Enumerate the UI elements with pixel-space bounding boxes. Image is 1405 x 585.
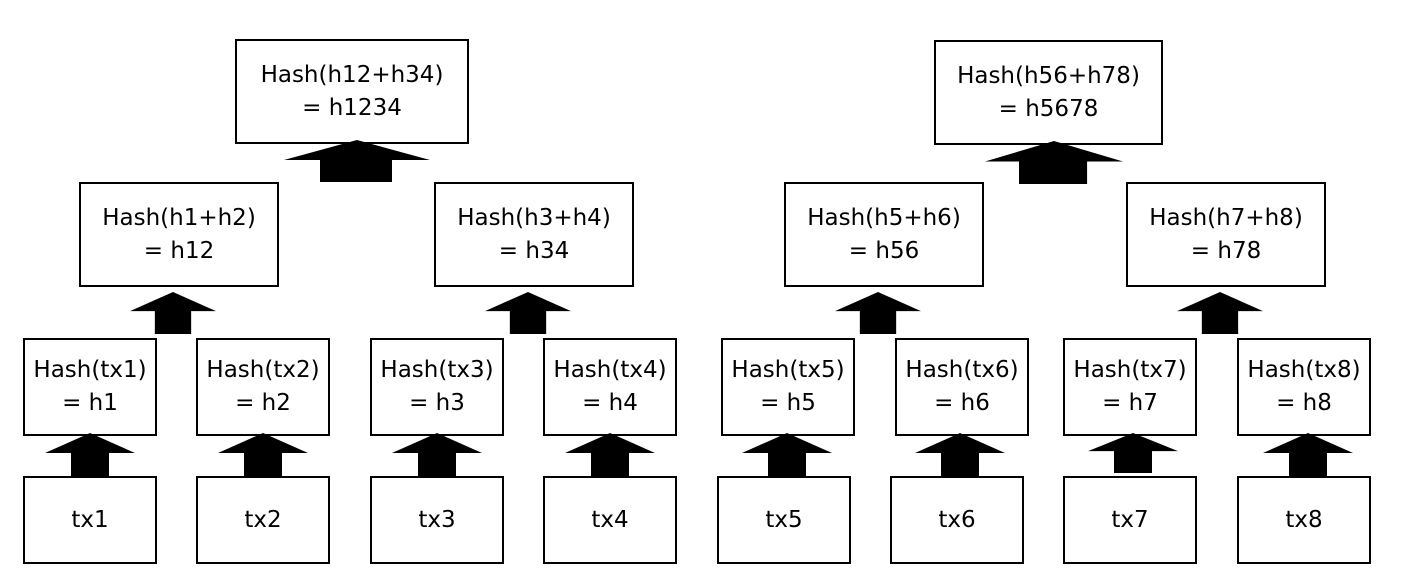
- node-formula: Hash(tx1): [33, 357, 147, 383]
- transaction-node: tx2: [196, 476, 330, 564]
- transaction-label: tx8: [1285, 506, 1323, 533]
- up-arrow-icon: [742, 433, 832, 477]
- transaction-label: tx2: [244, 506, 282, 533]
- node-formula: Hash(h12+h34): [260, 61, 444, 88]
- transaction-label: tx4: [591, 506, 629, 533]
- node-result: = h2: [235, 390, 291, 416]
- node-result: = h56: [848, 237, 920, 264]
- node-formula: Hash(tx4): [553, 357, 667, 383]
- up-arrow-icon: [392, 433, 482, 477]
- leaf-hash-node: Hash(tx7) = h7: [1063, 338, 1197, 436]
- node-result: = h12: [143, 237, 215, 264]
- node-result: = h3: [409, 390, 465, 416]
- root-hash-node: Hash(h56+h78) = h5678: [934, 40, 1163, 145]
- node-formula: Hash(h5+h6): [807, 204, 961, 231]
- leaf-hash-node: Hash(tx1) = h1: [23, 338, 157, 436]
- up-arrow-icon: [835, 292, 921, 334]
- transaction-label: tx6: [938, 506, 976, 533]
- node-result: = h78: [1190, 237, 1262, 264]
- branch-hash-node: Hash(h1+h2) = h12: [79, 182, 279, 287]
- node-result: = h8: [1276, 390, 1332, 416]
- leaf-hash-node: Hash(tx2) = h2: [196, 338, 330, 436]
- up-arrow-icon: [1088, 433, 1178, 473]
- transaction-label: tx7: [1111, 506, 1149, 533]
- root-hash-node: Hash(h12+h34) = h1234: [235, 39, 469, 144]
- branch-hash-node: Hash(h5+h6) = h56: [784, 182, 984, 287]
- node-formula: Hash(h7+h8): [1149, 204, 1303, 231]
- node-result: = h5: [760, 390, 816, 416]
- transaction-label: tx1: [71, 506, 109, 533]
- up-arrow-icon: [485, 292, 571, 334]
- node-formula: Hash(tx8): [1247, 357, 1361, 383]
- up-arrow-icon: [915, 433, 1005, 477]
- leaf-hash-node: Hash(tx6) = h6: [895, 338, 1029, 436]
- node-formula: Hash(h3+h4): [457, 204, 611, 231]
- transaction-label: tx3: [418, 506, 456, 533]
- node-formula: Hash(h56+h78): [957, 62, 1140, 89]
- branch-hash-node: Hash(h3+h4) = h34: [434, 182, 634, 287]
- node-formula: Hash(tx2): [206, 357, 320, 383]
- transaction-node: tx5: [717, 476, 851, 564]
- transaction-node: tx6: [890, 476, 1024, 564]
- node-formula: Hash(tx5): [731, 357, 845, 383]
- up-arrow-icon: [45, 433, 135, 477]
- up-arrow-icon: [130, 292, 216, 334]
- transaction-node: tx4: [543, 476, 677, 564]
- node-formula: Hash(h1+h2): [102, 204, 256, 231]
- up-arrow-icon: [565, 433, 655, 477]
- transaction-node: tx8: [1237, 476, 1371, 564]
- node-formula: Hash(tx6): [905, 357, 1019, 383]
- transaction-node: tx7: [1063, 476, 1197, 564]
- up-arrow-icon: [1177, 292, 1263, 334]
- node-result: = h6: [934, 390, 990, 416]
- node-result: = h34: [498, 237, 570, 264]
- transaction-node: tx1: [23, 476, 157, 564]
- node-formula: Hash(tx3): [380, 357, 494, 383]
- node-result: = h5678: [998, 95, 1099, 122]
- leaf-hash-node: Hash(tx4) = h4: [543, 338, 677, 436]
- up-arrow-icon: [985, 141, 1123, 184]
- up-arrow-icon: [1263, 433, 1353, 477]
- node-result: = h7: [1102, 390, 1158, 416]
- node-result: = h1: [62, 390, 118, 416]
- leaf-hash-node: Hash(tx5) = h5: [721, 338, 855, 436]
- transaction-node: tx3: [370, 476, 504, 564]
- up-arrow-icon: [218, 433, 308, 477]
- transaction-label: tx5: [765, 506, 803, 533]
- branch-hash-node: Hash(h7+h8) = h78: [1126, 182, 1326, 287]
- leaf-hash-node: Hash(tx8) = h8: [1237, 338, 1371, 436]
- leaf-hash-node: Hash(tx3) = h3: [370, 338, 504, 436]
- node-formula: Hash(tx7): [1073, 357, 1187, 383]
- up-arrow-icon: [284, 140, 430, 182]
- node-result: = h4: [582, 390, 638, 416]
- node-result: = h1234: [302, 94, 402, 121]
